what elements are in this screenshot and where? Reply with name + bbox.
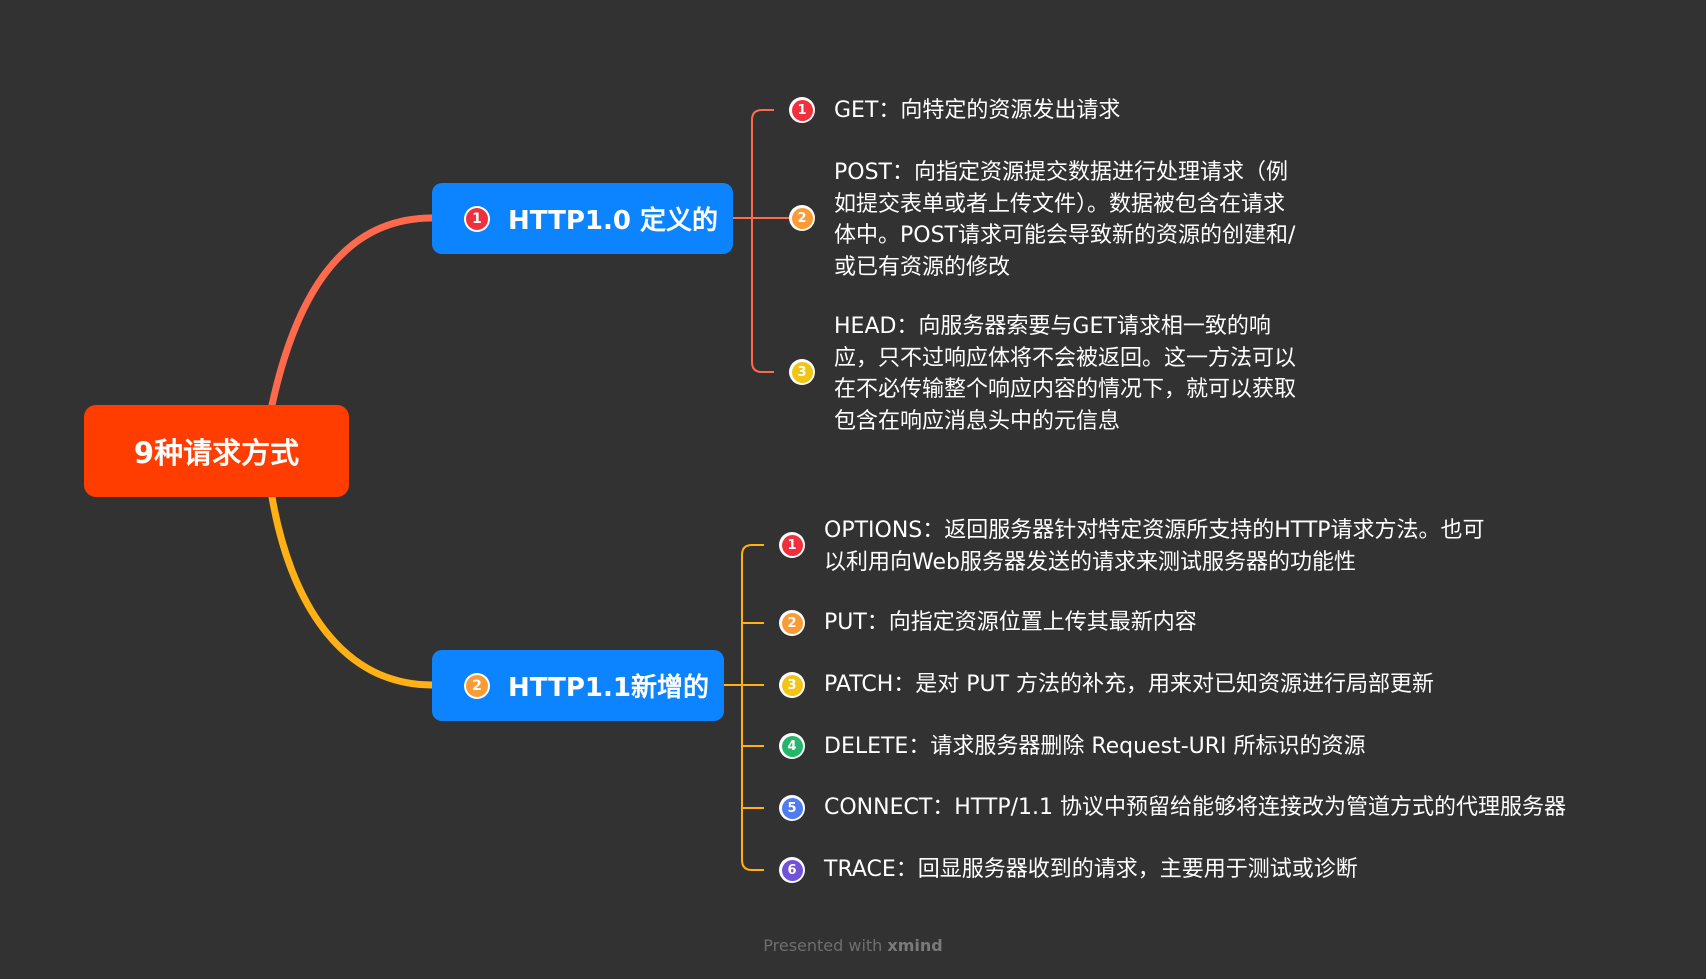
root-topic-label: 9种请求方式 — [133, 436, 300, 470]
branch-http11[interactable]: 2 HTTP1.1新增的 — [432, 650, 724, 721]
number-badge-icon: 2 — [779, 610, 805, 636]
number-badge-icon: 1 — [464, 205, 490, 232]
leaf-head[interactable]: HEAD：向服务器索要与GET请求相一致的响 应，只不过响应体将不会被返回。这一… — [834, 314, 1297, 434]
leaf-patch[interactable]: PATCH：是对 PUT 方法的补充，用来对已知资源进行局部更新 — [824, 672, 1435, 697]
leaf-post[interactable]: POST：向指定资源提交数据进行处理请求（例 如提交表单或者上传文件）。数据被包… — [834, 160, 1296, 280]
branch-http11-label: HTTP1.1新增的 — [508, 673, 709, 703]
number-badge-icon: 6 — [779, 857, 805, 883]
footer-prefix: Presented with — [763, 936, 883, 955]
edge-root-branch-2 — [268, 493, 436, 689]
number-badge-icon: 3 — [779, 672, 805, 698]
number-badge-icon: 4 — [779, 733, 805, 759]
leaf-trace[interactable]: TRACE：回显服务器收到的请求，主要用于测试或诊断 — [824, 857, 1358, 882]
number-badge-icon: 1 — [789, 97, 815, 123]
number-badge-icon: 1 — [779, 532, 805, 558]
bracket-branch-1 — [733, 109, 790, 373]
branch-http10[interactable]: 1 HTTP1.0 定义的 — [432, 183, 733, 254]
number-badge-icon: 5 — [779, 795, 805, 821]
edge-root-branch-1 — [268, 214, 436, 409]
leaf-put[interactable]: PUT：向指定资源位置上传其最新内容 — [824, 610, 1197, 635]
bracket-branch-2 — [724, 544, 764, 871]
footer-credit: Presented with xmind — [0, 936, 1706, 955]
number-badge-icon: 2 — [789, 205, 815, 231]
leaf-options[interactable]: OPTIONS：返回服务器针对特定资源所支持的HTTP请求方法。也可 以利用向W… — [824, 518, 1485, 575]
leaf-get[interactable]: GET：向特定的资源发出请求 — [834, 98, 1121, 123]
branch-http10-label: HTTP1.0 定义的 — [508, 206, 718, 236]
leaf-delete[interactable]: DELETE：请求服务器删除 Request-URI 所标识的资源 — [824, 734, 1366, 759]
number-badge-icon: 3 — [789, 359, 815, 385]
root-topic[interactable]: 9种请求方式 — [84, 405, 349, 497]
xmind-logo: xmind — [887, 936, 943, 955]
leaf-connect[interactable]: CONNECT：HTTP/1.1 协议中预留给能够将连接改为管道方式的代理服务器 — [824, 795, 1566, 820]
number-badge-icon: 2 — [464, 672, 490, 699]
